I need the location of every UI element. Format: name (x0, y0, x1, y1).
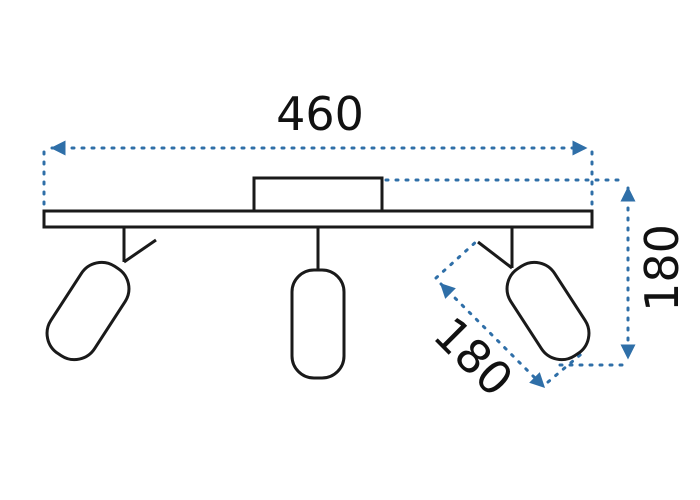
spot-middle-head (290, 268, 346, 380)
spot-right (477, 227, 591, 362)
width-label: 460 (276, 87, 364, 141)
spot-right-head (505, 260, 591, 362)
ceiling-spotlight-fixture (42, 176, 594, 380)
height-dimension: 180 (384, 178, 689, 367)
spot-left-arm (123, 238, 157, 264)
spot-left-head (45, 260, 131, 362)
depth-extension-top (434, 238, 480, 280)
depth-dimension-line (439, 282, 546, 389)
depth-extension-bottom (546, 348, 588, 384)
spot-middle (290, 227, 346, 380)
mounting-plate (252, 176, 384, 214)
spot-left (45, 227, 157, 362)
width-dimension: 460 (42, 87, 594, 210)
depth-label: 180 (423, 307, 523, 407)
spot-right-arm (477, 240, 513, 270)
main-bar (42, 209, 594, 229)
height-label: 180 (635, 224, 689, 312)
